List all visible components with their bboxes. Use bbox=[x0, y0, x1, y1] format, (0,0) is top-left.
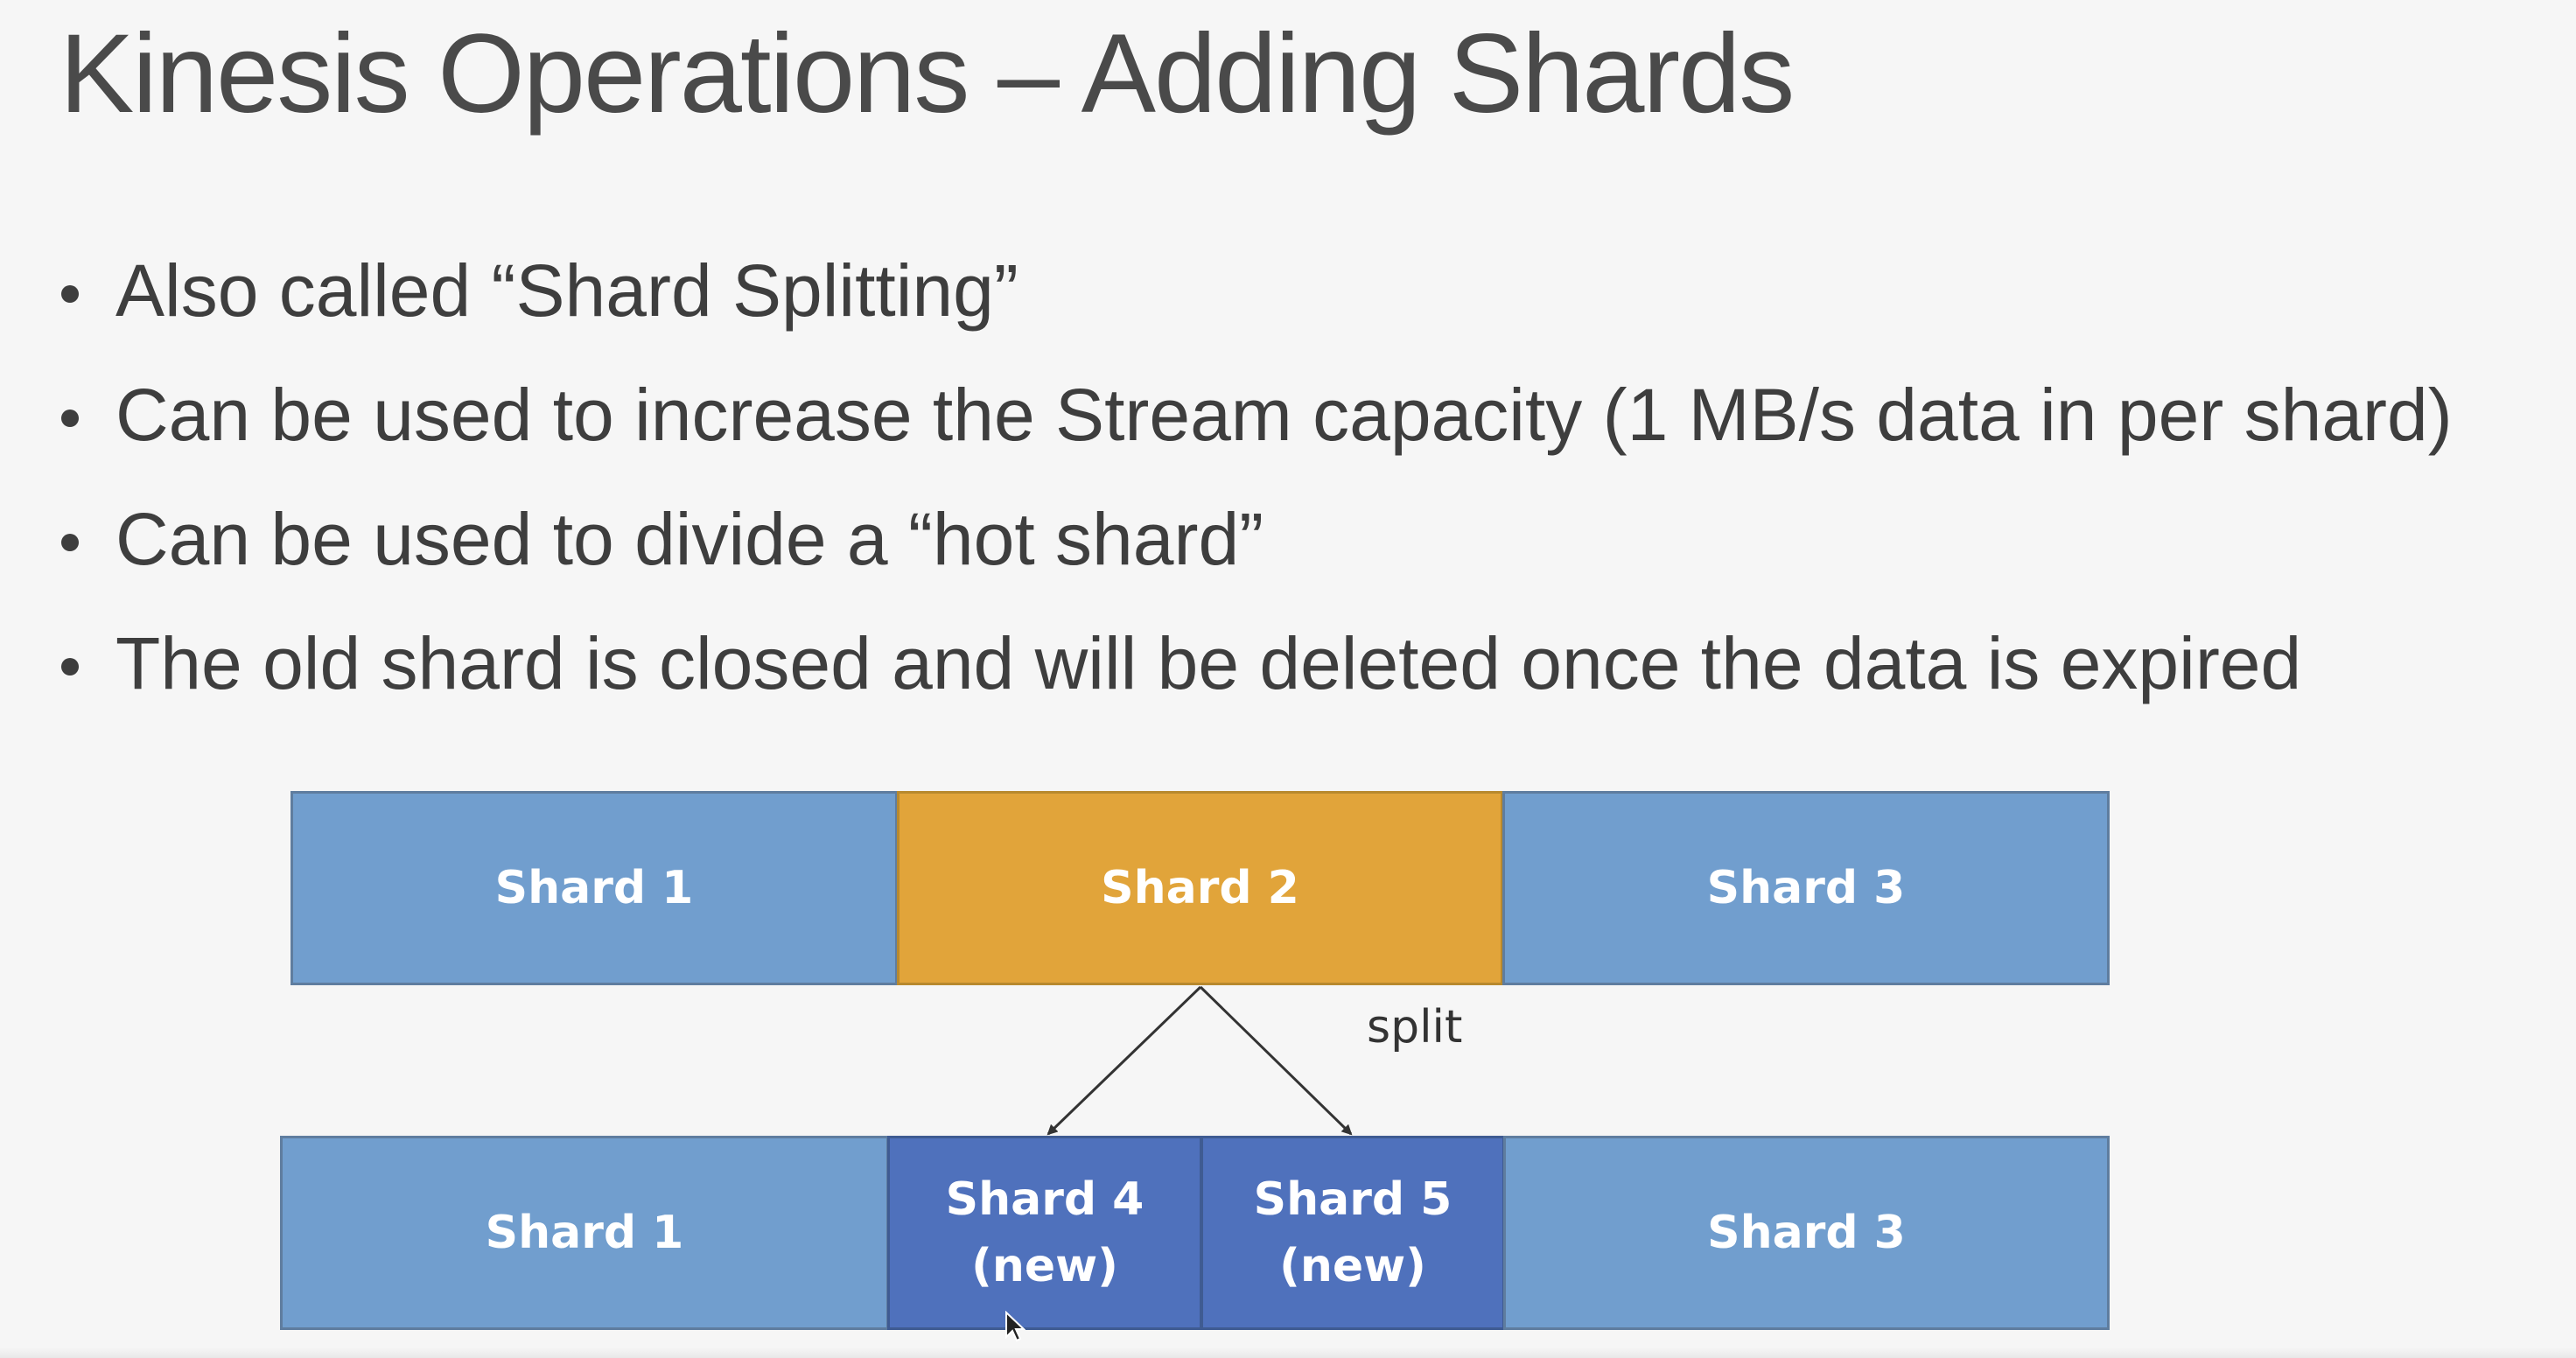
bullet-text: The old shard is closed and will be dele… bbox=[116, 622, 2302, 704]
split-label: split bbox=[1367, 1001, 1463, 1054]
bullet-icon bbox=[61, 410, 79, 427]
top-shard-1-label: Shard 1 bbox=[494, 862, 694, 914]
top-shard-2-hot: Shard 2 bbox=[897, 791, 1503, 985]
top-shard-3-label: Shard 3 bbox=[1706, 862, 1906, 914]
bottom-shard-3: Shard 3 bbox=[1503, 1136, 2110, 1330]
bottom-shard-4-label: Shard 4 bbox=[945, 1173, 1144, 1226]
split-arrow-right bbox=[1199, 985, 1353, 1136]
top-shard-3: Shard 3 bbox=[1502, 791, 2110, 985]
bottom-shard-5-label: Shard 5 bbox=[1253, 1173, 1452, 1226]
bullet-icon bbox=[61, 658, 79, 676]
mouse-cursor-icon bbox=[1005, 1311, 1026, 1342]
bottom-shard-3-label: Shard 3 bbox=[1707, 1207, 1906, 1259]
bottom-edge bbox=[0, 1348, 2576, 1358]
top-shard-1: Shard 1 bbox=[290, 791, 898, 985]
bottom-shard-1: Shard 1 bbox=[280, 1136, 889, 1330]
bullet-text: Can be used to divide a “hot shard” bbox=[116, 498, 1264, 580]
slide-title: Kinesis Operations – Adding Shards bbox=[60, 11, 1795, 136]
bullet-text: Also called “Shard Splitting” bbox=[116, 249, 1018, 332]
bullet-text: Can be used to increase the Stream capac… bbox=[116, 374, 2453, 456]
top-shard-2-label: Shard 2 bbox=[1101, 862, 1299, 914]
split-arrow-left bbox=[1046, 985, 1202, 1136]
bullet-icon bbox=[61, 534, 79, 551]
bottom-shard-5-new-tag: (new) bbox=[1279, 1240, 1426, 1292]
bottom-shard-4-new-tag: (new) bbox=[971, 1240, 1118, 1292]
bottom-shard-1-label: Shard 1 bbox=[485, 1207, 684, 1259]
bottom-shard-4-new: Shard 4 (new) bbox=[887, 1136, 1202, 1330]
bottom-shard-5-new: Shard 5 (new) bbox=[1200, 1136, 1505, 1330]
bullet-icon bbox=[61, 285, 79, 303]
